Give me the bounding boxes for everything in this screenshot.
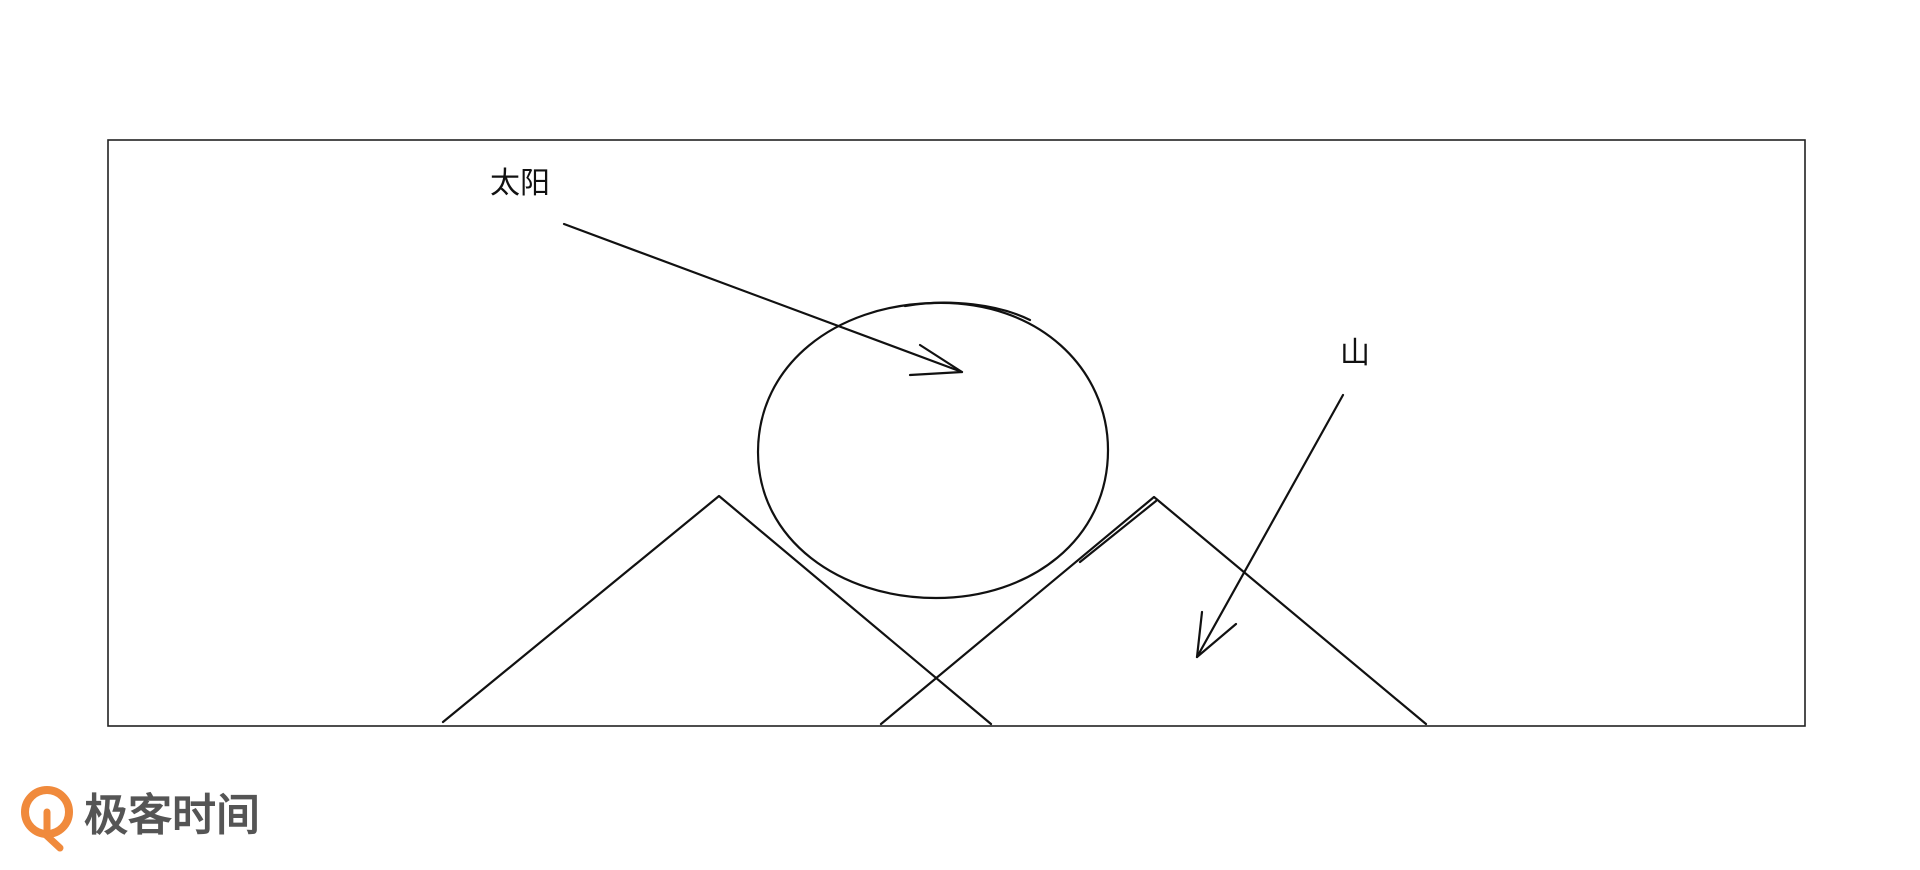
brand-name: 极客时间 — [84, 790, 260, 841]
right-mountain — [879, 495, 1428, 726]
sun-circle — [756, 301, 1110, 600]
left-mountain — [441, 494, 993, 726]
sun-circle-sketch-stroke — [903, 301, 1032, 322]
canvas-frame — [107, 139, 1806, 727]
sun-arrow — [562, 222, 964, 377]
sun-label: 太阳 — [490, 166, 550, 201]
right-mountain-sketch-stroke — [1078, 499, 1158, 564]
geektime-logo-icon — [21, 786, 73, 852]
mountain-label: 山 — [1340, 336, 1370, 371]
mountain-arrow — [1195, 393, 1345, 659]
